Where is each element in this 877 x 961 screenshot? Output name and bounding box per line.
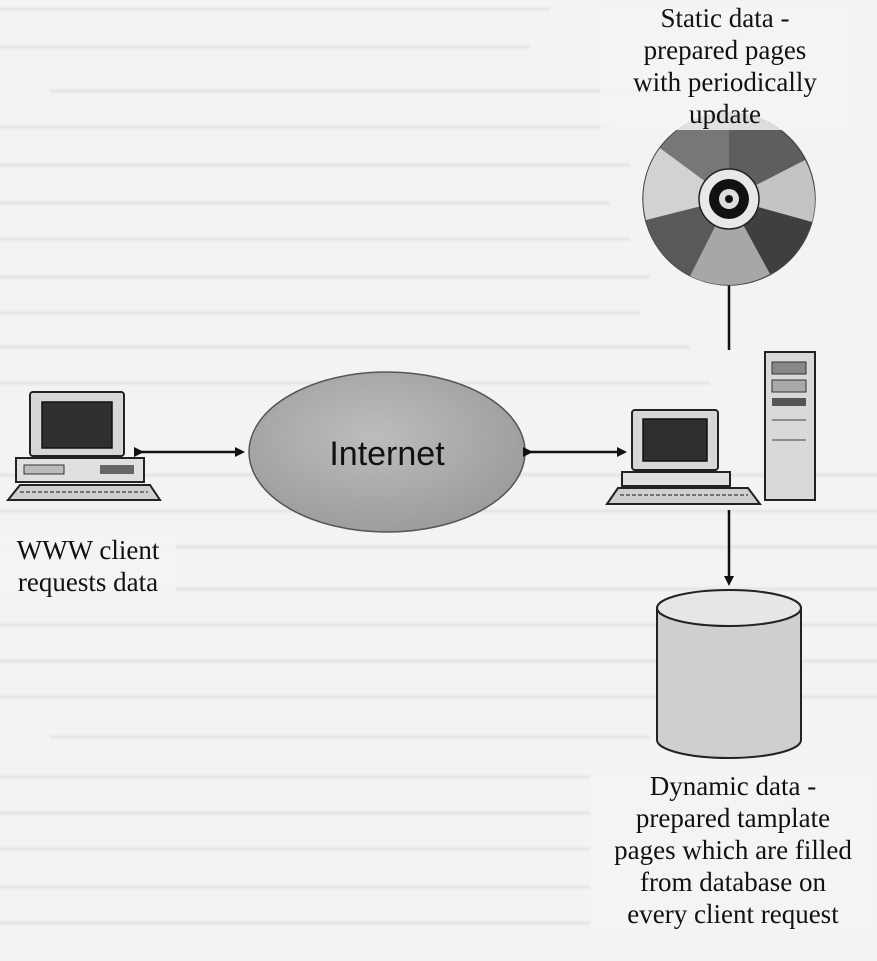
dynamic-data-label: Dynamic data - prepared tamplate pages w… — [590, 770, 876, 930]
dynamic-line-4: from database on — [640, 867, 826, 897]
client-line-1: WWW client — [16, 535, 160, 565]
static-line-4: update — [689, 99, 761, 129]
client-line-2: requests data — [17, 567, 159, 597]
internet-label: Internet — [329, 435, 445, 473]
database-cylinder-icon — [656, 589, 802, 759]
dynamic-line-3: pages which are filled — [614, 835, 852, 865]
dynamic-line-2: prepared tamplate — [635, 803, 831, 833]
client-label: WWW client requests data — [0, 534, 176, 598]
static-line-3: with periodically — [633, 67, 817, 97]
static-data-label: Static data - prepared pages with period… — [600, 2, 850, 130]
cd-disc-icon — [642, 112, 816, 286]
static-line-1: Static data - — [660, 3, 790, 33]
dynamic-line-5: every client request — [627, 899, 839, 929]
dynamic-line-1: Dynamic data - — [649, 771, 817, 801]
server-computer-icon — [605, 351, 816, 505]
static-line-2: prepared pages — [643, 35, 807, 65]
client-computer-icon — [5, 391, 162, 501]
internet-cloud: Internet — [248, 371, 526, 533]
